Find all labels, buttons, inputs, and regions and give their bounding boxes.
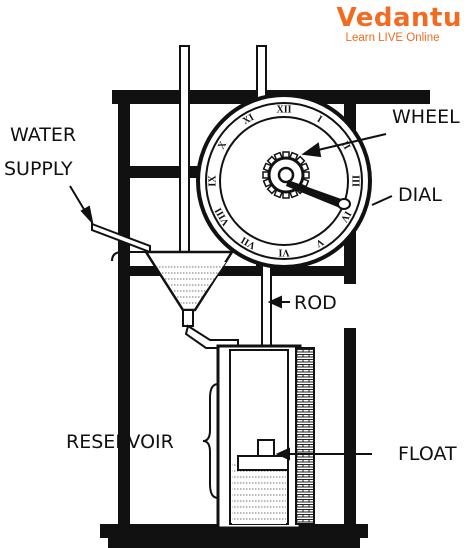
label-water-supply-line1: WATER <box>10 124 77 146</box>
dial-numeral: I <box>315 114 324 126</box>
label-float: FLOAT <box>398 443 457 465</box>
leader-lines <box>69 133 393 461</box>
dial-numeral: VI <box>278 247 289 258</box>
dial-numeral: IX <box>208 175 219 187</box>
label-wheel: WHEEL <box>392 106 460 128</box>
label-water-supply-line2: SUPPLY <box>4 158 73 180</box>
dial-hand <box>286 180 351 210</box>
logo-brand: Vedantu <box>336 3 462 33</box>
logo-tagline: Learn LIVE Online <box>345 32 440 44</box>
dial-numeral: XI <box>241 112 256 127</box>
wheel-arrow <box>317 133 387 151</box>
vedantu-logo: Vedantu Learn LIVE Online <box>337 4 462 44</box>
label-reservoir: RESERVOIR <box>66 431 174 453</box>
wheel <box>262 151 310 199</box>
dial-arrow <box>371 195 393 206</box>
reservoir-brace <box>202 383 219 499</box>
reservoir <box>216 344 315 530</box>
label-dial: DIAL <box>398 184 442 206</box>
dial-numeral: III <box>350 175 361 187</box>
funnel <box>143 250 239 349</box>
dial-numeral: XII <box>276 105 291 116</box>
label-rod: ROD <box>294 292 337 314</box>
